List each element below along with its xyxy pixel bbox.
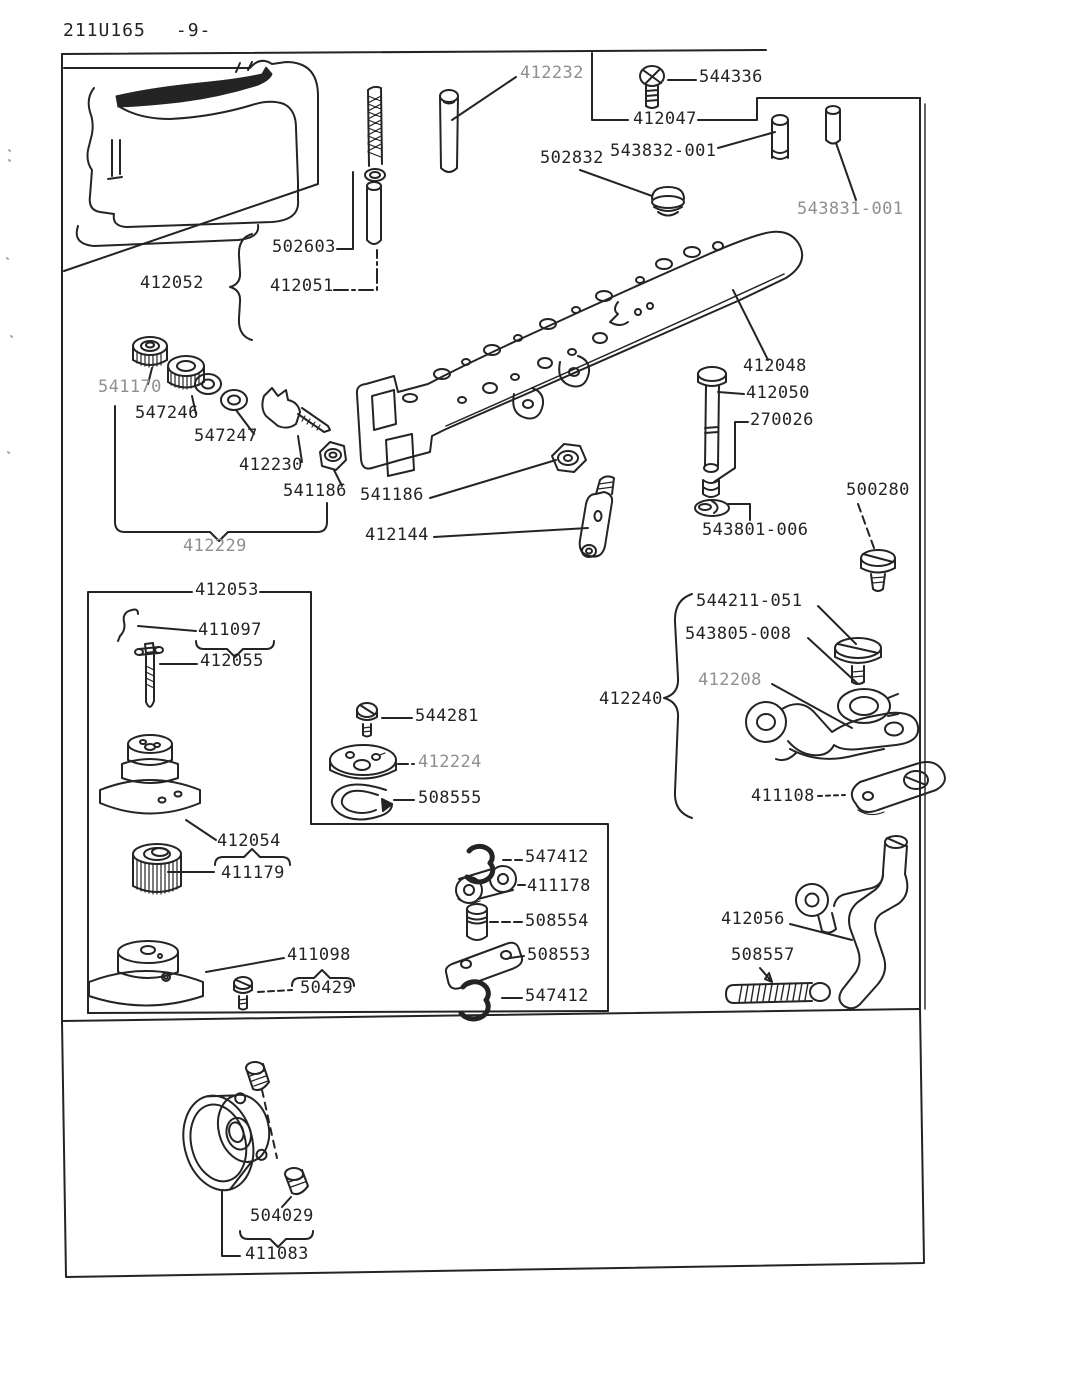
plate-508553 xyxy=(444,941,524,990)
bushing-411083 xyxy=(182,1092,271,1192)
set-screw-504029-a xyxy=(245,1061,270,1092)
link-411178 xyxy=(455,865,517,904)
link-411108 xyxy=(850,761,946,816)
pulley-412054 xyxy=(99,734,201,815)
screw-544336 xyxy=(639,65,665,109)
crank-412144 xyxy=(578,475,615,558)
frame-borders xyxy=(61,49,926,1278)
pin-543832-001 xyxy=(771,114,789,160)
nut-541186-a xyxy=(319,441,347,471)
nut-541186-b xyxy=(551,443,587,473)
pin-508554 xyxy=(466,903,488,941)
spring-washer-270026 xyxy=(702,479,720,498)
washers-547247 xyxy=(194,373,248,411)
main-casting xyxy=(355,230,804,477)
pulley-411098 xyxy=(88,940,204,1007)
leader-lines xyxy=(137,76,875,1257)
spring-508557 xyxy=(725,982,831,1004)
retaining-ring-508555 xyxy=(330,783,393,821)
bolt-412050 xyxy=(697,366,727,473)
pin-412232 xyxy=(439,89,459,173)
braces xyxy=(114,233,693,1248)
knurled-nut-541170 xyxy=(132,336,168,368)
lever-412208 xyxy=(745,701,920,762)
page-number: -9- xyxy=(175,20,212,41)
set-screw-504029-b xyxy=(284,1167,309,1196)
screw-50429 xyxy=(233,976,253,1011)
bracket-screw-412230 xyxy=(261,387,331,433)
thumb-screw-544211-051 xyxy=(834,637,882,685)
lever-412056 xyxy=(795,835,909,1010)
plug-502832 xyxy=(651,186,685,217)
photocopy-specks xyxy=(6,149,13,454)
pin-412051 xyxy=(366,181,382,245)
e-clip-547412-b xyxy=(458,979,491,1022)
screw-500280 xyxy=(860,549,896,592)
machine-thumbnail-box xyxy=(63,59,319,272)
stud-412055 xyxy=(134,642,164,708)
knurled-wheel-547246 xyxy=(167,355,205,390)
knurled-roller-411179 xyxy=(132,843,182,895)
sewing-machine-icon xyxy=(75,61,300,247)
doc-code: 211U165 xyxy=(63,20,146,41)
threaded-rod-502603 xyxy=(364,85,386,182)
clamp-ring-543805-008 xyxy=(837,688,899,724)
pin-543831-001 xyxy=(825,105,841,145)
wire-clip-411097 xyxy=(117,608,139,642)
disc-412224 xyxy=(329,744,397,780)
washer-543801-006 xyxy=(694,499,730,517)
screw-544281 xyxy=(356,702,378,738)
page-header: 211U165 -9- xyxy=(63,20,211,41)
